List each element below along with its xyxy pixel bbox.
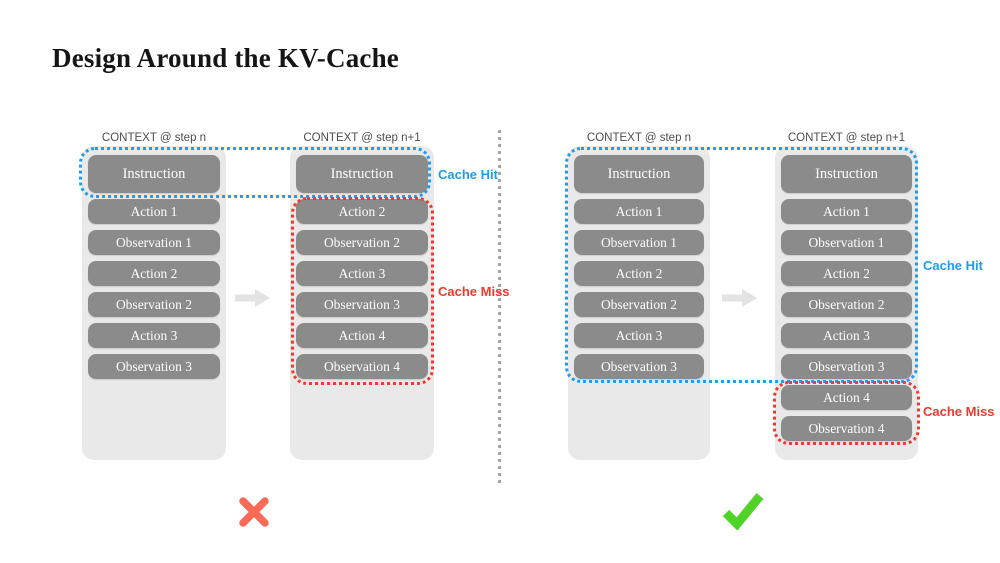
arrow-right-icon (722, 289, 757, 307)
context-step-n1-header: CONTEXT @ step n+1 (303, 132, 421, 144)
box-action-3: Action 3 (296, 261, 428, 286)
box-observation-3: Observation 3 (88, 354, 220, 379)
box-observation-3: Observation 3 (296, 292, 428, 317)
page-title: Design Around the KV-Cache (52, 43, 399, 73)
context-step-n-header: CONTEXT @ step n (101, 132, 207, 144)
box-observation-3: Observation 3 (781, 354, 912, 379)
box-observation-3: Observation 3 (574, 354, 704, 379)
box-observation-2: Observation 2 (781, 292, 912, 317)
box-action-1: Action 1 (781, 199, 912, 224)
box-observation-4: Observation 4 (781, 416, 912, 441)
cache-miss-label: Cache Miss (923, 404, 995, 419)
cross-icon (239, 497, 269, 527)
context-step-n-header: CONTEXT @ step n (586, 132, 692, 144)
box-observation-2: Observation 2 (574, 292, 704, 317)
box-observation-2: Observation 2 (88, 292, 220, 317)
box-action-3: Action 3 (88, 323, 220, 348)
box-action-2: Action 2 (574, 261, 704, 286)
box-action-2: Action 2 (781, 261, 912, 286)
cache-hit-label: Cache Hit (923, 258, 983, 273)
context-step-n1-header: CONTEXT @ step n+1 (787, 132, 906, 144)
cache-hit-label: Cache Hit (438, 167, 498, 182)
box-instruction: Instruction (781, 155, 912, 193)
box-instruction: Instruction (88, 155, 220, 193)
box-instruction: Instruction (296, 155, 428, 193)
cache-miss-label: Cache Miss (438, 284, 510, 299)
box-action-2: Action 2 (296, 199, 428, 224)
box-observation-4: Observation 4 (296, 354, 428, 379)
box-action-2: Action 2 (88, 261, 220, 286)
panel-divider (498, 130, 501, 484)
box-observation-1: Observation 1 (574, 230, 704, 255)
arrow-right-icon (235, 289, 270, 307)
box-action-3: Action 3 (781, 323, 912, 348)
box-action-1: Action 1 (574, 199, 704, 224)
box-action-3: Action 3 (574, 323, 704, 348)
box-observation-1: Observation 1 (88, 230, 220, 255)
check-icon (722, 493, 764, 530)
box-instruction: Instruction (574, 155, 704, 193)
box-observation-1: Observation 1 (781, 230, 912, 255)
box-action-4: Action 4 (781, 385, 912, 410)
box-observation-2: Observation 2 (296, 230, 428, 255)
box-action-4: Action 4 (296, 323, 428, 348)
box-action-1: Action 1 (88, 199, 220, 224)
